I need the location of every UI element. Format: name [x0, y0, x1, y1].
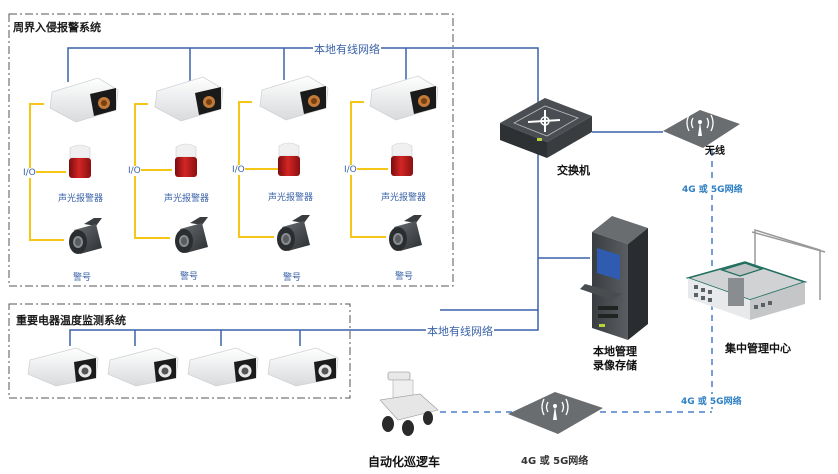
wireless-ap-icon	[663, 110, 740, 148]
strobe-alarm-label-1: 声光报警器	[58, 194, 104, 204]
cellular-ap-label: 4G 或 5G网络	[521, 456, 589, 467]
storage-label-line1: 本地管理	[593, 345, 637, 358]
io-label-2: I/O	[128, 166, 141, 176]
io-label-1: I/O	[23, 168, 36, 178]
wireless-label: 无线	[705, 146, 725, 157]
temp-camera-1	[27, 347, 99, 387]
perimeter-system-box	[8, 13, 454, 287]
siren-icon-3	[277, 215, 310, 251]
strobe-alarm-icon-3	[277, 142, 301, 177]
strobe-alarm-icon-1	[68, 144, 92, 179]
management-center-icon	[685, 228, 826, 320]
thermal-camera-1	[49, 77, 119, 123]
center-label: 集中管理中心	[725, 342, 791, 355]
perimeter-network-label: 本地有线网络	[313, 41, 381, 57]
storage-label-line2: 录像存储	[593, 359, 637, 372]
wireless-link-label: 4G 或 5G网络	[682, 182, 743, 195]
temp-camera-2	[107, 347, 179, 387]
strobe-alarm-label-2: 声光报警器	[164, 194, 210, 204]
robot-label: 自动化巡逻车	[368, 455, 441, 469]
io-label-4: I/O	[344, 165, 357, 175]
strobe-alarm-label-4: 声光报警器	[381, 193, 427, 203]
siren-label-4: 警号	[395, 272, 414, 282]
siren-icon-4	[389, 215, 422, 251]
siren-label-3: 警号	[283, 273, 302, 283]
siren-icon-1	[69, 218, 102, 254]
wired-network-top	[67, 47, 663, 346]
storage-rack-icon	[580, 216, 648, 340]
io-label-3: I/O	[232, 165, 245, 175]
cellular-ap-icon	[508, 392, 603, 434]
thermal-camera-2	[154, 76, 224, 122]
cell-link-label: 4G 或 5G网络	[681, 394, 742, 407]
wireless-links	[440, 150, 713, 413]
network-switch-icon	[500, 98, 592, 158]
siren-label-1: 警号	[73, 273, 92, 283]
patrol-robot-icon	[379, 371, 439, 436]
perimeter-system-title: 周界入侵报警系统	[13, 21, 101, 34]
thermal-camera-4	[369, 75, 439, 121]
strobe-alarm-icon-2	[174, 143, 198, 178]
temp-camera-3	[187, 347, 259, 387]
strobe-alarm-icon-4	[390, 142, 414, 177]
siren-label-2: 警号	[180, 272, 199, 282]
strobe-alarm-label-3: 声光报警器	[268, 193, 314, 203]
temperature-system-title: 重要电器温度监测系统	[16, 314, 126, 327]
switch-label: 交换机	[557, 164, 590, 177]
temp-camera-4	[267, 347, 339, 387]
temperature-network-label: 本地有线网络	[426, 323, 494, 339]
temperature-system-box	[8, 303, 351, 399]
thermal-camera-3	[259, 75, 329, 121]
siren-icon-2	[175, 217, 208, 253]
